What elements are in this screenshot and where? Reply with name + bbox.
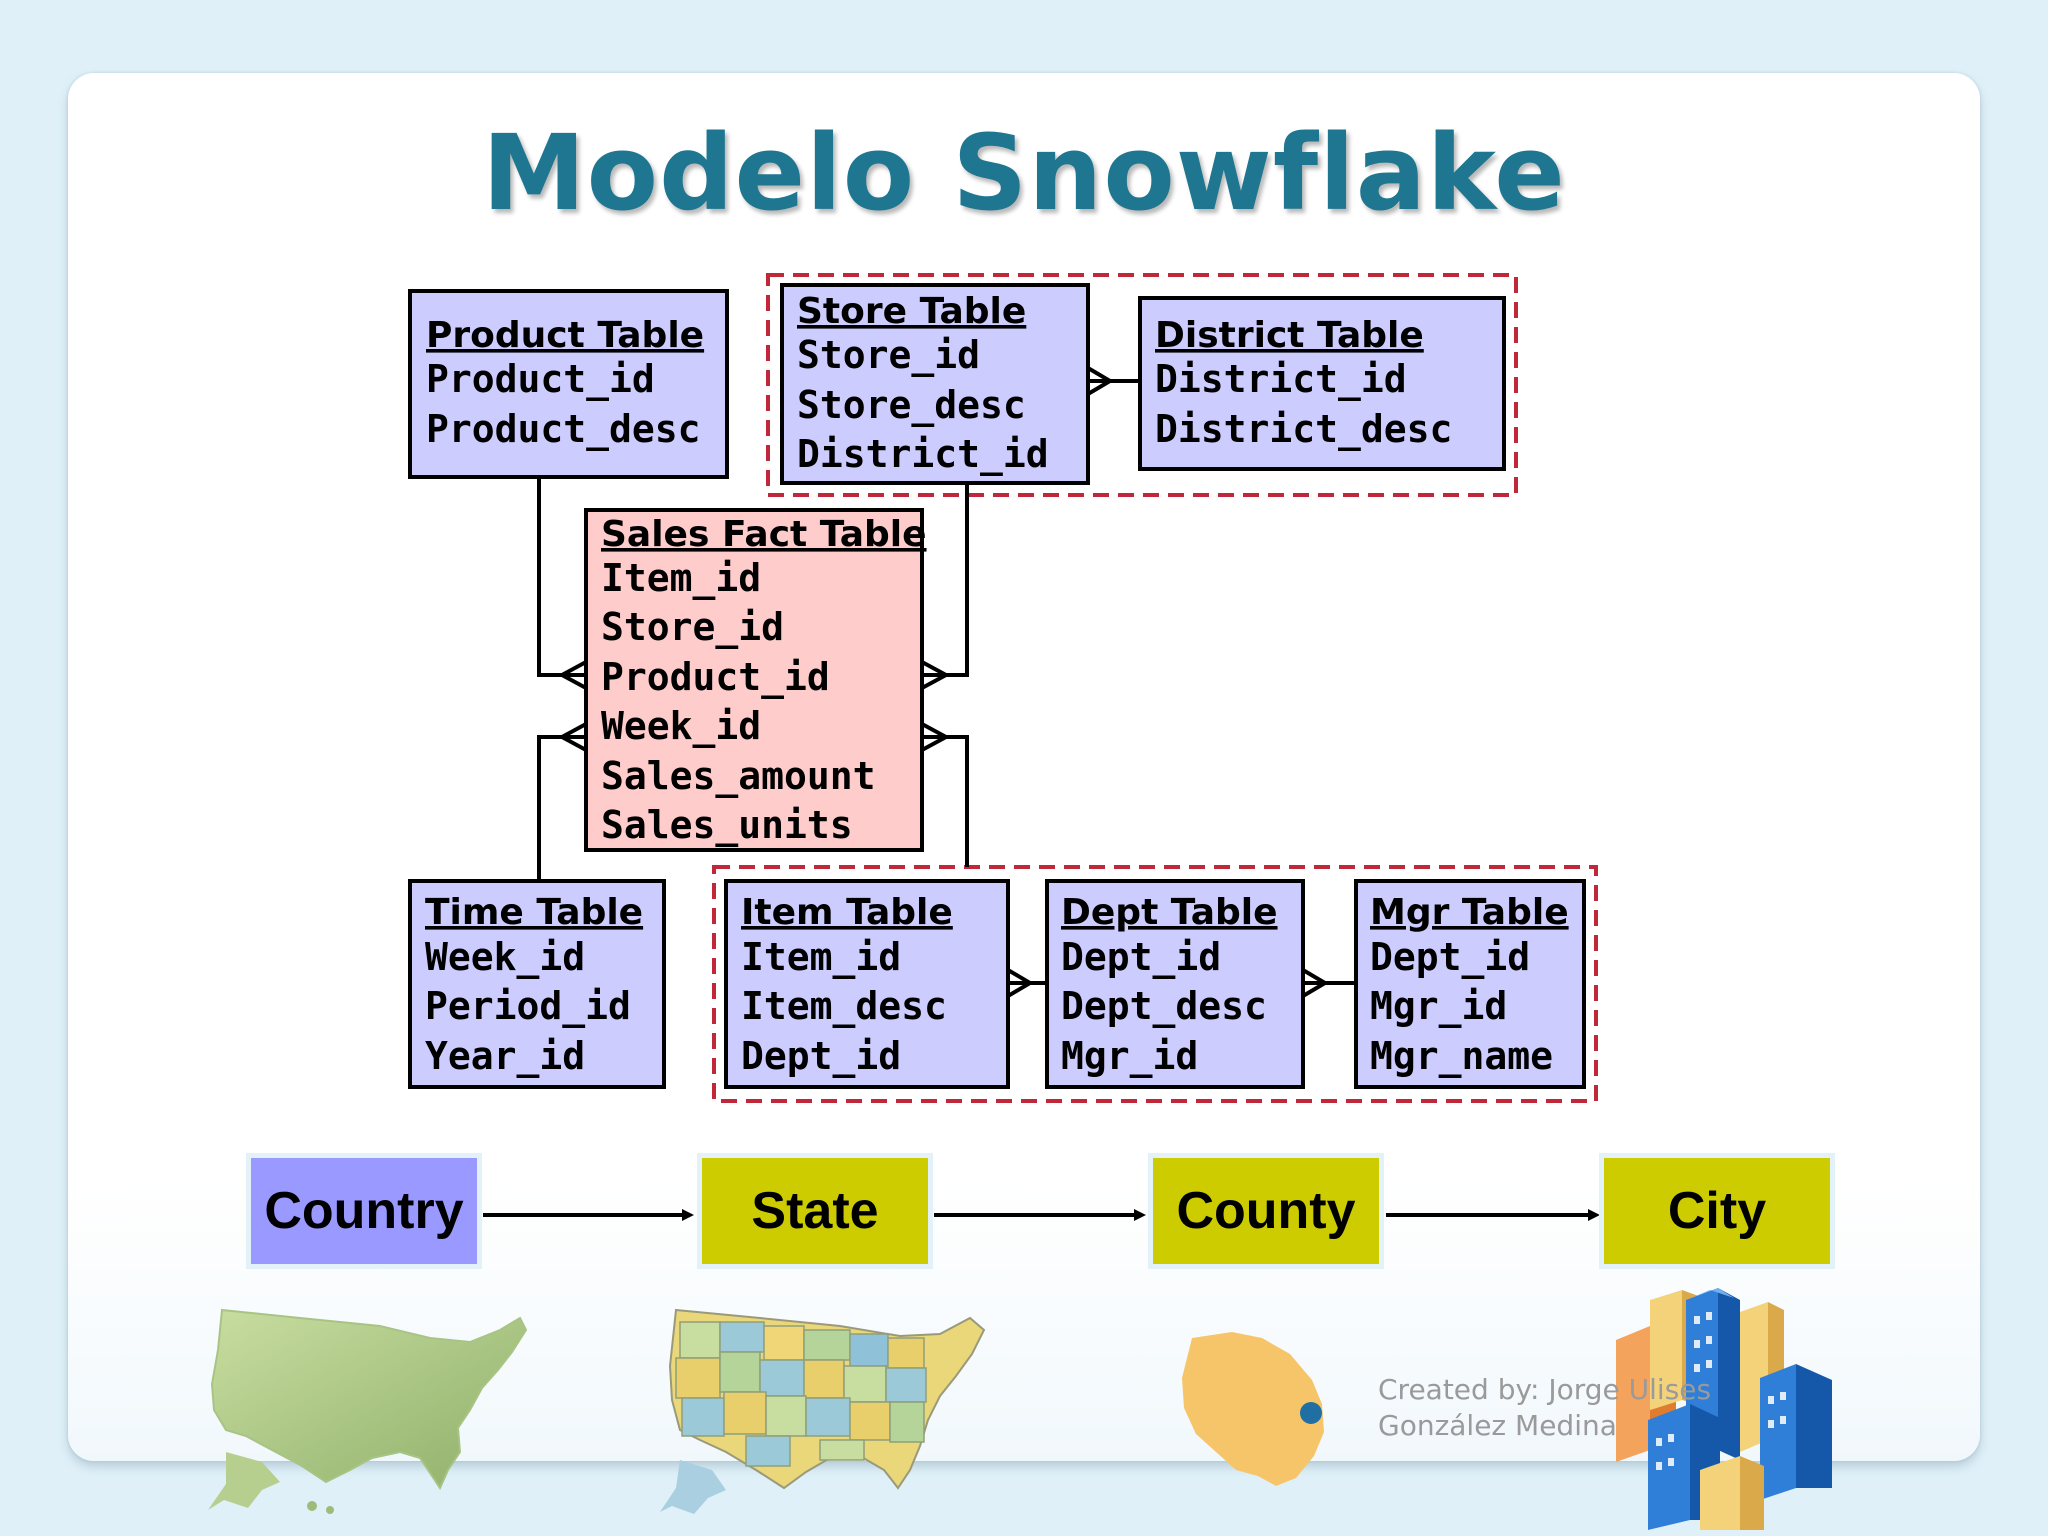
time-table-field: Year_id: [425, 1034, 585, 1078]
crow-foot-store: [921, 660, 951, 690]
level-county: County: [1148, 1153, 1384, 1269]
product-table-field: Product_desc: [426, 407, 701, 451]
sales-fact-table-field: Store_id: [601, 605, 784, 649]
credit-text: Created by: Jorge Ulises González Medina: [1378, 1372, 1711, 1444]
item-table-field: Item_desc: [741, 984, 947, 1028]
hierarchy-arrows: [483, 1209, 1600, 1221]
mgr-table-field: Mgr_id: [1370, 984, 1507, 1028]
item-table-field: Dept_id: [741, 1034, 901, 1078]
time-table-title: Time Table: [425, 892, 643, 933]
time-sales-line: [537, 735, 586, 881]
crow-foot-item: [921, 722, 951, 752]
district-table-field: District_desc: [1155, 407, 1452, 451]
district-table-field: District_id: [1155, 357, 1407, 401]
sales-fact-table-field: Week_id: [601, 704, 761, 748]
store-table: Store Table Store_id Store_desc District…: [780, 283, 1090, 485]
city-buildings-icon: [1616, 1288, 1832, 1530]
crow-foot-dept-mgr: [1301, 968, 1329, 998]
product-table: Product Table Product_id Product_desc: [408, 289, 729, 479]
item-dept-mgr-group: [712, 865, 1598, 1103]
credit-line-1: Created by: Jorge Ulises: [1378, 1373, 1712, 1406]
sales-fact-table-field: Item_id: [601, 556, 761, 600]
usa-states-map-icon: [660, 1308, 986, 1514]
product-sales-line: [537, 477, 586, 677]
mgr-table-title: Mgr Table: [1370, 892, 1569, 933]
district-table: District Table District_id District_desc: [1138, 296, 1506, 471]
store-table-field: Store_desc: [797, 383, 1026, 427]
sales-fact-table: Sales Fact Table Item_id Store_id Produc…: [584, 508, 927, 852]
crow-foot-product: [557, 660, 587, 690]
page-title: Modelo Snowflake: [482, 112, 1566, 234]
store-table-field: Store_id: [797, 333, 980, 377]
item-table-field: Item_id: [741, 935, 901, 979]
time-table-field: Week_id: [425, 935, 585, 979]
mgr-table-field: Dept_id: [1370, 935, 1530, 979]
time-table-field: Period_id: [425, 984, 631, 1028]
dept-table-title: Dept Table: [1061, 892, 1278, 933]
usa-map-icon: [208, 1308, 528, 1514]
dept-table: Dept Table Dept_id Dept_desc Mgr_id: [1045, 879, 1305, 1089]
crow-foot-store-district: [1086, 366, 1114, 396]
relationship-lines: [537, 366, 1356, 998]
store-table-field: District_id: [797, 432, 1049, 476]
mgr-table-field: Mgr_name: [1370, 1034, 1553, 1078]
mgr-table: Mgr Table Dept_id Mgr_id Mgr_name: [1354, 879, 1586, 1089]
item-table: Item Table Item_id Item_desc Dept_id: [724, 879, 1010, 1089]
credit-line-2: González Medina: [1378, 1409, 1617, 1442]
sales-fact-table-field: Sales_units: [601, 803, 853, 847]
sales-fact-table-title: Sales Fact Table: [601, 514, 927, 555]
district-table-title: District Table: [1155, 315, 1424, 356]
sales-fact-table-field: Sales_amount: [601, 754, 876, 798]
county-map-icon: [1182, 1332, 1324, 1486]
dept-table-field: Mgr_id: [1061, 1034, 1198, 1078]
dept-table-field: Dept_desc: [1061, 984, 1267, 1028]
store-table-title: Store Table: [797, 291, 1026, 332]
crow-foot-item-dept: [1006, 968, 1034, 998]
dept-table-field: Dept_id: [1061, 935, 1221, 979]
sales-fact-table-field: Product_id: [601, 655, 830, 699]
level-city: City: [1599, 1153, 1835, 1269]
level-state: State: [697, 1153, 933, 1269]
store-sales-line: [922, 485, 969, 677]
crow-foot-time: [557, 722, 587, 752]
level-country: Country: [246, 1153, 482, 1269]
product-table-title: Product Table: [426, 315, 704, 356]
item-table-title: Item Table: [741, 892, 953, 933]
time-table: Time Table Week_id Period_id Year_id: [408, 879, 666, 1089]
product-table-field: Product_id: [426, 357, 655, 401]
item-sales-line: [922, 735, 969, 867]
store-district-group: [766, 273, 1518, 497]
